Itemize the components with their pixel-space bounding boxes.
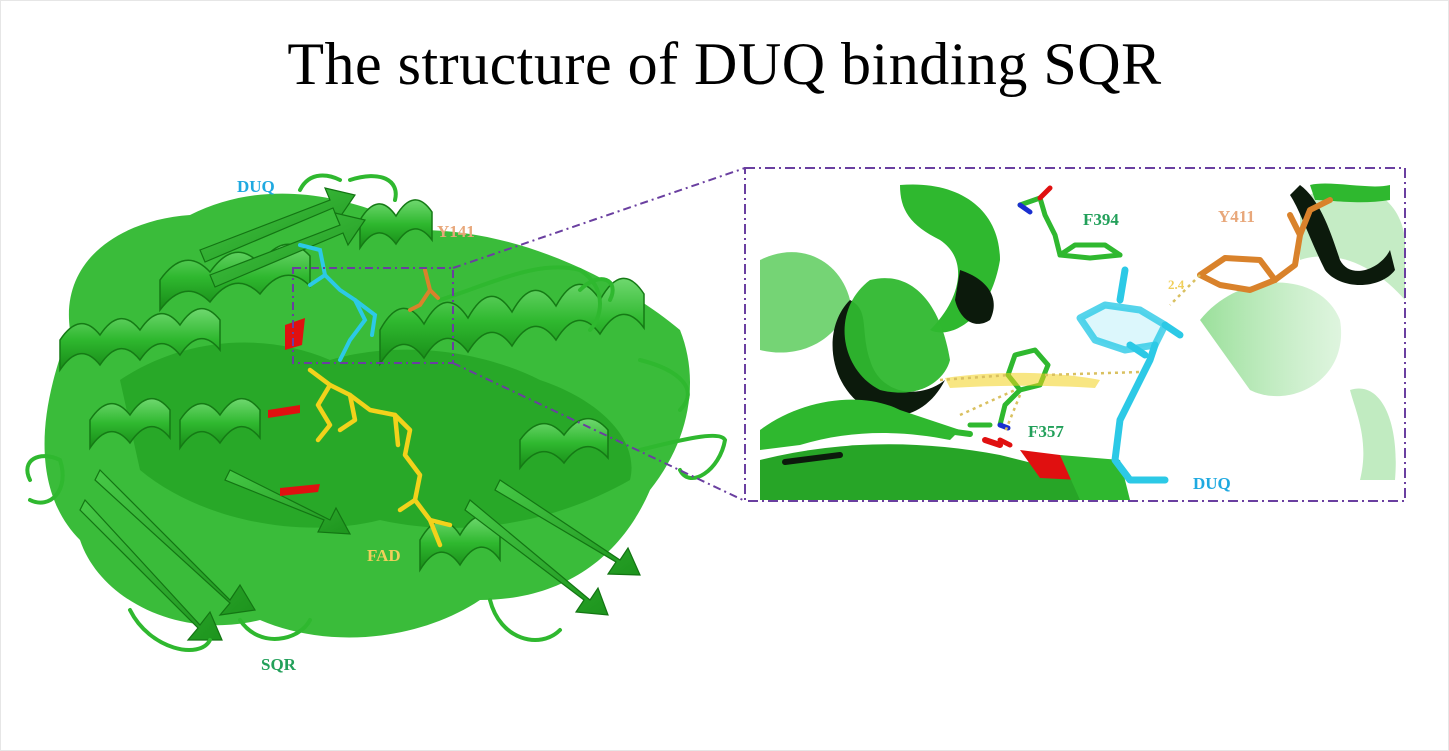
zoom-connectors <box>452 167 746 502</box>
overview-duq-ligand <box>298 243 378 362</box>
zoom-bottom-bonds <box>952 429 1003 448</box>
label-y141: Y141 <box>437 222 475 241</box>
label-y411: Y411 <box>1218 207 1255 226</box>
zoom-f394-residue <box>1017 185 1123 261</box>
label-duq-overview: DUQ <box>237 177 275 196</box>
overview-fad-ligand <box>307 367 453 548</box>
label-fad: FAD <box>367 546 401 565</box>
zoom-sheet-bottom <box>760 444 1130 500</box>
label-duq-zoom: DUQ <box>1193 474 1231 493</box>
label-distance: 2.4 <box>1168 277 1185 292</box>
label-f357: F357 <box>1028 422 1064 441</box>
zoom-hbonds <box>939 370 1141 433</box>
overview-sheets <box>79 187 641 641</box>
overview-loops <box>25 173 728 652</box>
zoom-panel <box>745 168 1405 501</box>
overview-zoom-box <box>292 267 454 364</box>
zoom-duq-ligand <box>1076 266 1184 484</box>
overview-y141-residue <box>408 268 440 312</box>
zoom-y411-residue <box>1197 197 1333 293</box>
label-f394: F394 <box>1083 210 1119 229</box>
label-sqr: SQR <box>261 655 296 674</box>
zoom-frame <box>744 167 1406 502</box>
figure-title: The structure of DUQ binding SQR <box>287 31 1162 97</box>
protein-overview <box>25 173 728 652</box>
zoom-helix-main <box>760 184 1000 450</box>
overview-oxygen-highlights <box>268 318 320 496</box>
